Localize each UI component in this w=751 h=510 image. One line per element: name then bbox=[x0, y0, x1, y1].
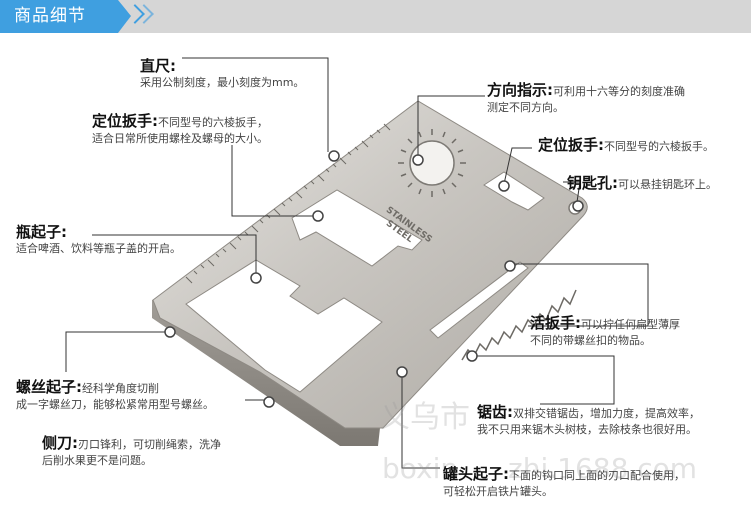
annotation-title: 瓶起子: bbox=[16, 223, 67, 241]
annotation-desc: 不同型号的六棱扳手。 bbox=[604, 140, 714, 153]
annotation-title: 锯齿: bbox=[477, 403, 513, 421]
watermark-line-3: zhi.1688.com bbox=[508, 452, 698, 485]
annotation-desc: 不同型号的六棱扳手， bbox=[158, 116, 268, 129]
annotation-screwdriver: 螺丝起子:经科学角度切削 成一字螺丝刀，能够松紧常用型号螺丝。 bbox=[16, 376, 214, 412]
upper-cutout bbox=[291, 189, 423, 267]
annotation-title: 方向指示: bbox=[487, 81, 553, 99]
annotation-desc-line-2: 后削水果更不是问题。 bbox=[42, 453, 152, 467]
annotation-desc: 适合啤酒、饮料等瓶子盖的开启。 bbox=[16, 242, 181, 256]
annotation-desc: 可以悬挂钥匙环上。 bbox=[618, 178, 717, 191]
annotation-key-hole: 钥匙孔:可以悬挂钥匙环上。 bbox=[567, 172, 717, 194]
saw-teeth bbox=[461, 289, 577, 361]
annotation-desc: 经科学角度切削 bbox=[82, 382, 159, 395]
annotation-desc-line-2: 我不只用来锯木头树枝，去除枝条也很好用。 bbox=[477, 422, 697, 436]
annotation-desc: 可利用十六等分的刻度准确 bbox=[553, 85, 685, 98]
annotation-title: 罐头起子: bbox=[443, 465, 509, 483]
section-header: 商品细节 bbox=[0, 0, 751, 33]
section-header-tab bbox=[0, 0, 131, 33]
annotation-bottle-opener: 瓶起子: 适合啤酒、饮料等瓶子盖的开启。 bbox=[16, 222, 181, 257]
annotation-desc-line-2: 成一字螺丝刀，能够松紧常用型号螺丝。 bbox=[16, 397, 214, 411]
endpoint-markers bbox=[164, 150, 584, 408]
annotation-desc-line-2: 测定不同方向。 bbox=[487, 100, 564, 114]
compass-dial bbox=[398, 129, 466, 197]
annotation-title: 直尺: bbox=[140, 57, 176, 75]
annotation-direction: 方向指示:可利用十六等分的刻度准确 测定不同方向。 bbox=[487, 79, 685, 115]
annotation-desc: 双排交错锯齿，增加力度，提高效率， bbox=[513, 407, 700, 420]
annotation-positioning-wrench-left: 定位扳手:不同型号的六棱扳手， 适合日常所使用螺栓及螺母的大小。 bbox=[92, 110, 268, 146]
leader-lines bbox=[65, 57, 649, 469]
annotation-desc: 可以拧任何扁型薄厚 bbox=[581, 318, 680, 331]
annotation-title: 定位扳手: bbox=[92, 112, 158, 130]
annotation-flat-wrench: 活扳手:可以拧任何扁型薄厚 不同的带螺丝扣的物品。 bbox=[530, 312, 680, 348]
annotation-title: 侧刀: bbox=[42, 434, 78, 452]
annotation-ruler: 直尺: 采用公制刻度，最小刻度为mm。 bbox=[140, 56, 304, 91]
annotation-title: 钥匙孔: bbox=[567, 174, 618, 192]
annotation-can-opener: 罐头起子:下面的钩口同上面的刃口配合使用， 可轻松开启铁片罐头。 bbox=[443, 463, 685, 499]
lower-cutout bbox=[185, 259, 383, 393]
annotation-desc: 刃口锋利，可切削绳索，洗净 bbox=[78, 438, 221, 451]
annotation-desc: 采用公制刻度，最小刻度为mm。 bbox=[140, 76, 305, 90]
annotation-desc-line-2: 不同的带螺丝扣的物品。 bbox=[530, 333, 651, 347]
annotation-title: 活扳手: bbox=[530, 314, 581, 332]
annotation-desc-line-2: 可轻松开启铁片罐头。 bbox=[443, 484, 553, 498]
annotation-side-blade: 侧刀:刃口锋利，可切削绳索，洗净 后削水果更不是问题。 bbox=[42, 432, 221, 468]
watermark-line-2: boxin bbox=[382, 452, 459, 485]
wrench-slot bbox=[483, 171, 545, 211]
section-title: 商品细节 bbox=[14, 6, 86, 26]
ruler-ticks bbox=[185, 123, 391, 284]
watermark-line-1: 义乌市 bbox=[380, 400, 470, 435]
annotation-desc-line-2: 适合日常所使用螺栓及螺母的大小。 bbox=[92, 131, 268, 145]
annotation-title: 螺丝起子: bbox=[16, 378, 82, 396]
annotation-title: 定位扳手: bbox=[538, 136, 604, 154]
annotation-positioning-wrench-right: 定位扳手:不同型号的六棱扳手。 bbox=[538, 134, 714, 156]
annotation-saw: 锯齿:双排交错锯齿，增加力度，提高效率， 我不只用来锯木头树枝，去除枝条也很好用… bbox=[477, 401, 700, 437]
flat-wrench-slot bbox=[429, 261, 529, 339]
annotation-desc: 下面的钩口同上面的刃口配合使用， bbox=[509, 469, 685, 482]
